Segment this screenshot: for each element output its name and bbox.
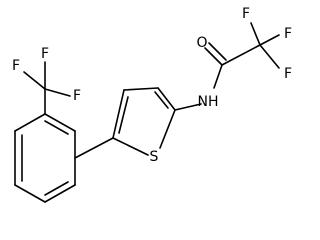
fluorine-atom-top-right: F — [284, 26, 292, 42]
bond-ph-c6-c1 — [44, 184, 76, 203]
bond-ctf-f3 — [259, 44, 280, 69]
bond-ph-c6-c1-inner — [44, 181, 69, 196]
bond-thio-c4-c5 — [112, 89, 125, 139]
bond-ph-c2-c3 — [44, 113, 76, 132]
fluorine-atom-top-left: F — [242, 6, 250, 22]
bond-thio-c2-c3 — [157, 87, 176, 111]
bond-carbonyl-o-1 — [204, 47, 223, 66]
bond-ph-c2-c3-inner — [44, 120, 69, 135]
sulfur-atom: S — [150, 149, 159, 165]
bond-ctf-carbonyl — [221, 44, 261, 66]
oxygen-atom: O — [196, 35, 207, 51]
bond-n-thiophene — [174, 103, 202, 111]
bond-thio-phenyl — [74, 137, 114, 159]
bond-cf3-f-right — [44, 88, 71, 97]
bond-ctf-f1 — [250, 22, 261, 46]
bond-thio-s-c2 — [159, 109, 176, 149]
bond-thio-c2-c3-inner — [154, 91, 169, 109]
nitrogen-atom: NH — [198, 94, 219, 110]
bond-carbonyl-n — [213, 64, 223, 89]
bond-thio-c5-s — [112, 137, 149, 156]
bond-cf3-f-left — [23, 71, 46, 90]
bond-ph-c5-c6 — [14, 184, 46, 203]
fluorine-atom-right: F — [284, 66, 292, 82]
structure-canvas: F F F O NH S F F F — [11, 6, 293, 203]
bond-ph-c3-c4 — [14, 113, 46, 132]
fluorine-atom-cf3-left: F — [12, 58, 20, 74]
bond-thio-c3-c4 — [123, 87, 159, 91]
bond-thio-c4-c5-inner — [118, 96, 129, 134]
bond-carbonyl-o-2 — [208, 42, 227, 61]
fluorine-atom-cf3-top: F — [41, 46, 49, 62]
fluorine-atom-cf3-right: F — [73, 88, 81, 104]
chemical-structure: F F F O NH S F F F — [12, 6, 292, 203]
bond-ctf-f2 — [259, 34, 280, 46]
